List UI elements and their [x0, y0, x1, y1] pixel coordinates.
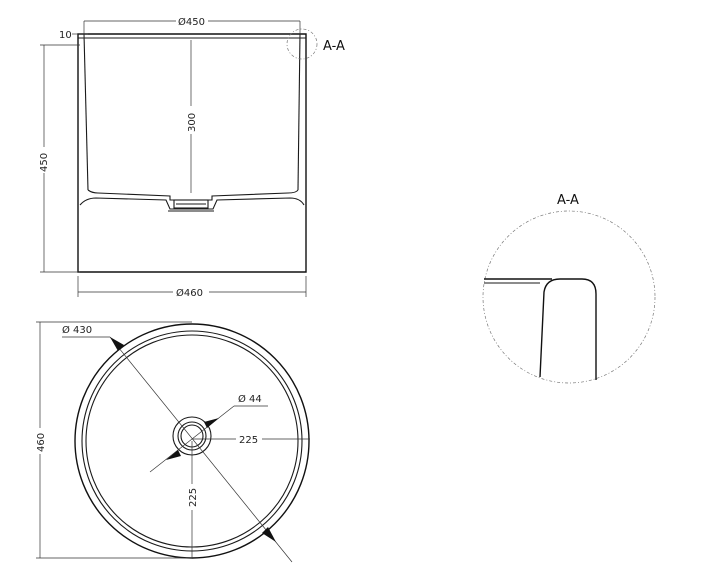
dim-bowl-depth: 300	[187, 113, 198, 132]
detail-title: A-A	[557, 193, 579, 208]
dim-inner-arrow-bottom	[262, 527, 276, 542]
underside-cavity	[79, 197, 305, 210]
dim-rim-offset: 10	[59, 30, 72, 41]
dim-plan-height: 460	[36, 433, 47, 452]
dim-bottom-diameter: Ø460	[176, 287, 203, 299]
detail-view: A-A	[482, 193, 656, 384]
basin-outline	[77, 33, 307, 273]
dim-inner-arrow-top	[110, 337, 124, 351]
dim-height: 450	[39, 153, 50, 172]
dim-offset-x: 225	[239, 435, 258, 446]
dim-drain-arrow-right	[204, 418, 219, 428]
dim-drain-diameter: Ø 44	[238, 393, 262, 405]
dim-inner-diameter: Ø 430	[62, 324, 92, 336]
detail-circle	[482, 210, 656, 384]
section-marker-circle	[286, 28, 318, 60]
left-inner-wall	[83, 33, 89, 191]
drain-body	[173, 199, 209, 209]
right-inner-wall	[297, 33, 301, 191]
dim-top-diameter: Ø450	[178, 16, 205, 28]
dim-drain-arrow-left	[166, 450, 181, 460]
dim-offset-y: 225	[188, 488, 199, 507]
dim-inner-diagonal	[109, 336, 293, 563]
detail-wall-profile	[539, 278, 597, 380]
front-elevation: A-A Ø450 10 450 300 Ø460	[37, 14, 345, 299]
section-marker-label: A-A	[323, 39, 345, 54]
plan-view: Ø 430 Ø 44 225 225 460	[33, 321, 310, 563]
